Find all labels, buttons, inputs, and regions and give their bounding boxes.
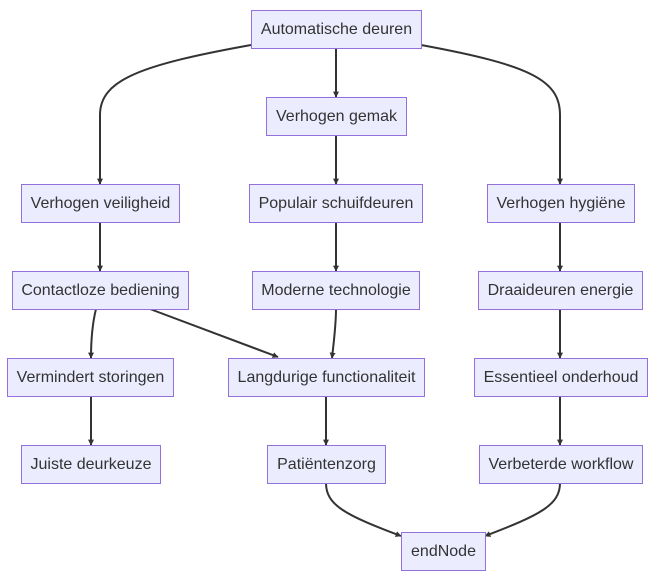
node-label: Verhogen veiligheid xyxy=(31,195,171,212)
node-endnode[interactable]: endNode xyxy=(401,532,486,571)
node-langdurige-functionaliteit[interactable]: Langdurige functionaliteit xyxy=(228,358,425,397)
edge-workflow-end xyxy=(484,482,561,537)
node-label: Patiëntenzorg xyxy=(277,456,376,473)
edge-patient-end xyxy=(325,482,402,537)
edges xyxy=(88,44,563,537)
node-verhogen-hygiene[interactable]: Verhogen hygiëne xyxy=(487,184,635,223)
edge-contactloos-langdurig xyxy=(149,308,279,358)
node-label: endNode xyxy=(411,543,476,560)
node-label: Verhogen hygiëne xyxy=(497,195,626,212)
node-label: Verhogen gemak xyxy=(276,108,398,125)
node-label: Juiste deurkeuze xyxy=(31,456,152,473)
node-label: Vermindert storingen xyxy=(17,369,165,386)
node-contactloze-bediening[interactable]: Contactloze bediening xyxy=(12,271,189,310)
node-verhogen-veiligheid[interactable]: Verhogen veiligheid xyxy=(21,184,180,223)
node-label: Essentieel onderhoud xyxy=(484,369,639,386)
edge-contactloos-storingen xyxy=(88,308,97,359)
node-label: Contactloze bediening xyxy=(21,282,179,299)
edge-auto-hygiene xyxy=(420,44,563,185)
node-verhogen-gemak[interactable]: Verhogen gemak xyxy=(266,97,407,136)
nodes: Automatische deuren Verhogen gemak Verho… xyxy=(7,10,648,571)
node-label: Draaideuren energie xyxy=(488,282,634,299)
node-label: Langdurige functionaliteit xyxy=(238,369,416,386)
node-label: Moderne technologie xyxy=(261,282,411,299)
node-label: Verbeterde workflow xyxy=(489,456,634,473)
edge-auto-veiligheid xyxy=(97,44,252,185)
node-essentieel-onderhoud[interactable]: Essentieel onderhoud xyxy=(474,358,648,397)
node-patientenzorg[interactable]: Patiëntenzorg xyxy=(267,445,386,484)
edge-moderne-langdurig xyxy=(329,308,337,359)
node-moderne-technologie[interactable]: Moderne technologie xyxy=(252,271,420,310)
node-juiste-deurkeuze[interactable]: Juiste deurkeuze xyxy=(21,445,161,484)
node-draaideuren-energie[interactable]: Draaideuren energie xyxy=(478,271,643,310)
node-automatische-deuren[interactable]: Automatische deuren xyxy=(251,10,422,49)
node-label: Populair schuifdeuren xyxy=(259,195,414,212)
node-verbeterde-workflow[interactable]: Verbeterde workflow xyxy=(479,445,643,484)
node-label: Automatische deuren xyxy=(261,21,412,38)
node-populair-schuifdeuren[interactable]: Populair schuifdeuren xyxy=(249,184,423,223)
node-vermindert-storingen[interactable]: Vermindert storingen xyxy=(7,358,174,397)
